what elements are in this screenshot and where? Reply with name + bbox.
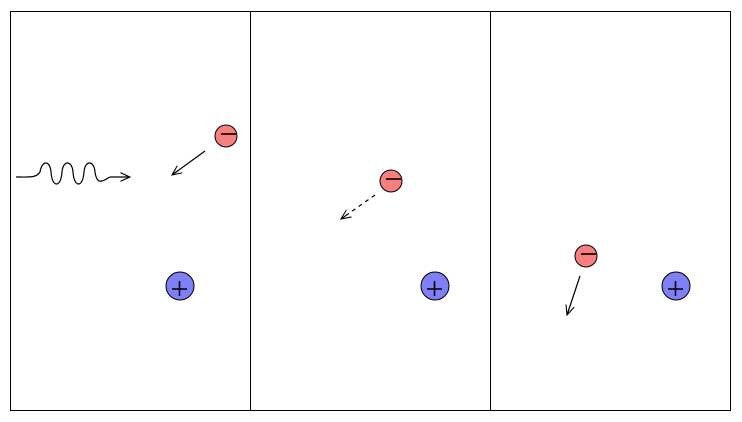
electron-velocity-arrow: [172, 150, 206, 175]
electron-velocity-arrow: [567, 275, 581, 315]
panel-2: [341, 169, 450, 301]
proton: [165, 271, 195, 301]
frame: [10, 11, 731, 411]
photon-wave: [15, 162, 130, 185]
panel-3: [567, 244, 691, 315]
electron: [379, 169, 403, 193]
plus-icon: [172, 281, 187, 296]
plus-icon: [668, 281, 683, 296]
electron: [574, 244, 598, 268]
proton: [420, 271, 450, 301]
plus-icon: [427, 281, 442, 296]
electron-path-dashed-arrow: [341, 194, 376, 219]
electron: [214, 124, 238, 148]
panel-1: [15, 124, 238, 301]
proton: [661, 271, 691, 301]
